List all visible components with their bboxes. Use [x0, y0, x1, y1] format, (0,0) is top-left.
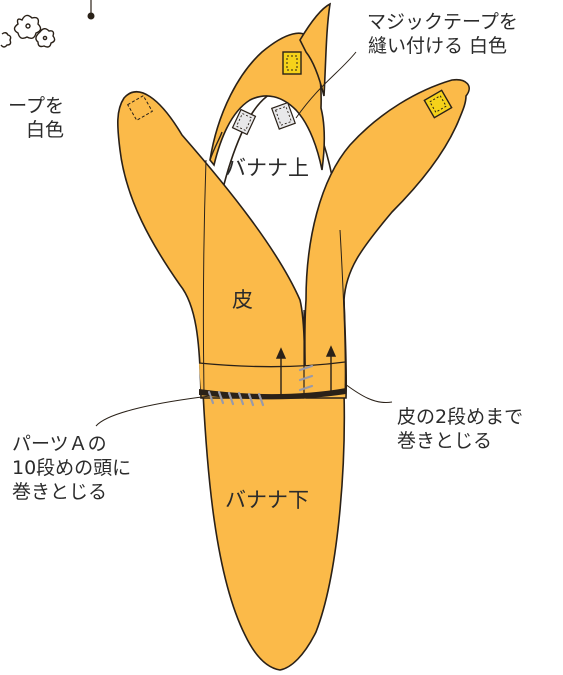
leader-line-right-note — [344, 383, 393, 404]
velcro-patch-right-lobe — [423, 89, 453, 119]
left-cut-note-line2: 白色 — [25, 119, 64, 141]
velcro-note-line1: マジックテープを — [367, 11, 518, 33]
pin-marker-icon — [87, 0, 95, 20]
velcro-note-line2: 縫い付ける 白色 — [368, 35, 508, 57]
whip-stitch-marks-left — [207, 390, 265, 407]
velcro-patch-center-top — [282, 51, 302, 75]
peel-label: 皮 — [232, 288, 253, 312]
fruit-guideline-left — [202, 159, 207, 393]
velcro-patch-fruit-right — [270, 101, 296, 130]
flower-doodle-icon — [0, 14, 56, 48]
left-note-label: パーツＡの 10段めの頭に 巻きとじる — [12, 432, 131, 504]
left-note-line3: 巻きとじる — [12, 481, 108, 503]
leader-line-velcro — [295, 51, 357, 119]
velcro-note-label: マジックテープを 縫い付ける 白色 — [367, 10, 518, 58]
peel-bottom-rim — [199, 388, 346, 400]
up-arrow-icon — [275, 347, 287, 395]
right-note-label: 皮の2段めまで 巻きとじる — [397, 405, 523, 453]
right-note-line2: 巻きとじる — [397, 430, 493, 452]
banana-top-label: バナナ上 — [225, 156, 309, 180]
velcro-patch-fruit-left — [231, 108, 257, 136]
up-arrow-icon-2 — [325, 345, 337, 392]
left-cut-note-line1: ープを — [8, 95, 64, 117]
leader-line-left-note — [95, 395, 211, 427]
banana-bottom-shape — [202, 391, 346, 671]
left-cut-note-label: ープを 白色 — [0, 94, 64, 142]
whip-stitch-marks-right — [298, 364, 314, 392]
banana-bottom-label: バナナ下 — [225, 488, 309, 512]
velcro-patch-left-lobe-dashed — [127, 95, 153, 121]
left-note-line1: パーツＡの — [12, 433, 107, 455]
fruit-guideline-right — [339, 229, 346, 393]
left-note-line2: 10段めの頭に — [12, 457, 132, 479]
peel-center-left-tip — [209, 131, 223, 161]
peel-center-right-prong — [299, 2, 332, 97]
right-note-line1: 皮の2段めまで — [397, 406, 524, 428]
peel-ring-top-edge — [198, 361, 346, 368]
